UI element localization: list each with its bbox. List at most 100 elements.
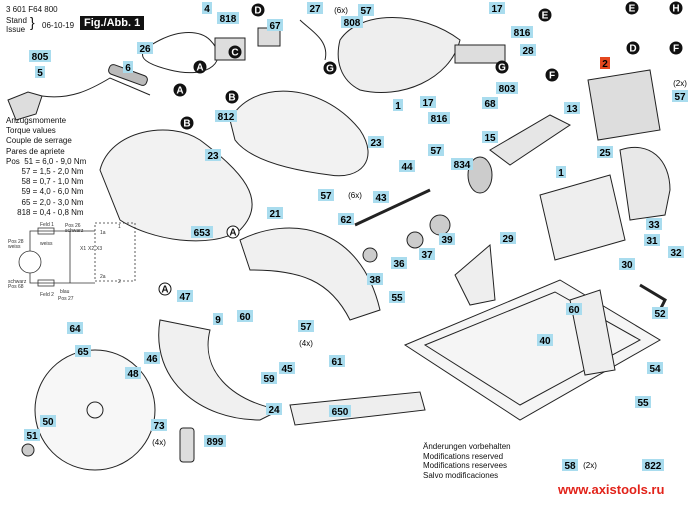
callout-60: 60 bbox=[237, 310, 253, 323]
callout-box bbox=[215, 110, 237, 122]
callout-box bbox=[672, 90, 688, 102]
callout-43: 43 bbox=[373, 191, 389, 204]
callout-808: 808 bbox=[341, 16, 363, 29]
callout-box bbox=[556, 166, 566, 178]
letter-circle bbox=[669, 41, 683, 55]
callout-834: 834 bbox=[451, 158, 473, 171]
callout-29: 29 bbox=[500, 232, 516, 245]
base-plate-inner bbox=[423, 291, 642, 406]
callout-65: 65 bbox=[75, 345, 91, 358]
callout-650: 650 bbox=[329, 405, 351, 418]
callout-box bbox=[428, 144, 444, 156]
callout-57: 57 bbox=[672, 90, 688, 103]
callout-text: 23 bbox=[370, 138, 382, 149]
callout-text: 808 bbox=[344, 18, 361, 29]
callout-text: 39 bbox=[441, 235, 453, 246]
callout-text: 58 bbox=[564, 461, 576, 472]
callout-57: 57 bbox=[428, 144, 444, 157]
callout-box bbox=[125, 367, 141, 379]
wiring-label: Feld 1 bbox=[40, 222, 54, 228]
callout-box bbox=[511, 26, 533, 38]
note-line: Modifications reserved bbox=[423, 451, 504, 461]
wiring-label: 1 bbox=[118, 224, 121, 230]
callout-text: 31 bbox=[646, 236, 658, 247]
callout-62: 62 bbox=[338, 213, 354, 226]
callout-text: 52 bbox=[654, 309, 666, 320]
callout-text: 55 bbox=[391, 293, 403, 304]
callout-text: 57 bbox=[320, 191, 332, 202]
callout-text: 57 bbox=[360, 6, 372, 17]
plug bbox=[7, 91, 43, 121]
hex-key-52 bbox=[639, 283, 667, 311]
callout-box bbox=[279, 362, 295, 374]
wiring-label: X3 bbox=[96, 246, 102, 252]
callout-4: 4 bbox=[202, 2, 212, 15]
quantity-label: (2x) bbox=[583, 461, 597, 470]
letter-circle bbox=[626, 41, 640, 55]
callout-box bbox=[204, 435, 226, 447]
callout-box bbox=[564, 102, 580, 114]
callout-text: 822 bbox=[645, 461, 662, 472]
callout-25: 25 bbox=[597, 146, 613, 159]
quantity-label: (4x) bbox=[299, 339, 313, 348]
callout-box bbox=[393, 99, 403, 111]
callout-box bbox=[668, 246, 684, 258]
callout-box bbox=[367, 273, 383, 285]
callout-box bbox=[482, 131, 498, 143]
callout-text: 30 bbox=[621, 260, 633, 271]
callout-67: 67 bbox=[267, 19, 283, 32]
connector-letter-A: A bbox=[173, 83, 187, 97]
callout-text: 1 bbox=[395, 101, 401, 112]
callout-text: 44 bbox=[401, 162, 413, 173]
callout-text: 29 bbox=[502, 234, 514, 245]
callout-text: 60 bbox=[568, 305, 580, 316]
field-2 bbox=[587, 69, 661, 141]
callout-45: 45 bbox=[279, 362, 295, 375]
callout-box bbox=[642, 459, 664, 471]
callout-31: 31 bbox=[644, 234, 660, 247]
callout-text: 55 bbox=[637, 398, 649, 409]
part-number: 3 601 F64 800 bbox=[6, 5, 58, 14]
callout-17: 17 bbox=[420, 96, 436, 109]
callout-box bbox=[266, 403, 282, 415]
callout-40: 40 bbox=[537, 334, 553, 347]
callout-box bbox=[496, 82, 518, 94]
torque-line: 58 = 0,7 - 1,0 Nm bbox=[6, 177, 84, 187]
callout-text: 834 bbox=[454, 160, 471, 171]
callout-text: 5 bbox=[37, 68, 43, 79]
torque-line: 818 = 0,4 - 0,8 Nm bbox=[6, 207, 84, 217]
callout-text: 64 bbox=[69, 324, 81, 335]
callout-text: 37 bbox=[421, 250, 433, 261]
letter-text: C bbox=[231, 48, 238, 59]
callout-box bbox=[647, 362, 663, 374]
letter-text: F bbox=[673, 44, 679, 55]
letter-circle bbox=[251, 3, 265, 17]
callout-box bbox=[177, 290, 193, 302]
wiring-label: 2a bbox=[100, 274, 106, 280]
callout-5: 5 bbox=[35, 66, 45, 79]
callout-text: 46 bbox=[146, 354, 158, 365]
callout-text: 45 bbox=[281, 364, 293, 375]
callout-box bbox=[213, 313, 223, 325]
callout-box bbox=[600, 57, 610, 69]
switch-box bbox=[94, 222, 136, 282]
letter-circle bbox=[669, 1, 683, 15]
callout-box bbox=[619, 258, 635, 270]
letter-text: E bbox=[542, 11, 549, 22]
shaft bbox=[354, 188, 431, 227]
callout-box bbox=[391, 257, 407, 269]
callout-text: 2 bbox=[602, 59, 608, 70]
callout-text: 47 bbox=[179, 292, 191, 303]
wiring-label: Feld 2 bbox=[40, 292, 54, 298]
fan bbox=[467, 156, 493, 194]
letter-circle bbox=[323, 61, 337, 75]
letter-circle bbox=[226, 225, 240, 239]
letter-circle bbox=[538, 8, 552, 22]
wiring-label: blau bbox=[60, 289, 70, 295]
torque-line: Pares de apriete bbox=[6, 146, 65, 156]
callout-box bbox=[24, 429, 40, 441]
callout-text: 24 bbox=[268, 405, 280, 416]
callout-box bbox=[267, 207, 283, 219]
